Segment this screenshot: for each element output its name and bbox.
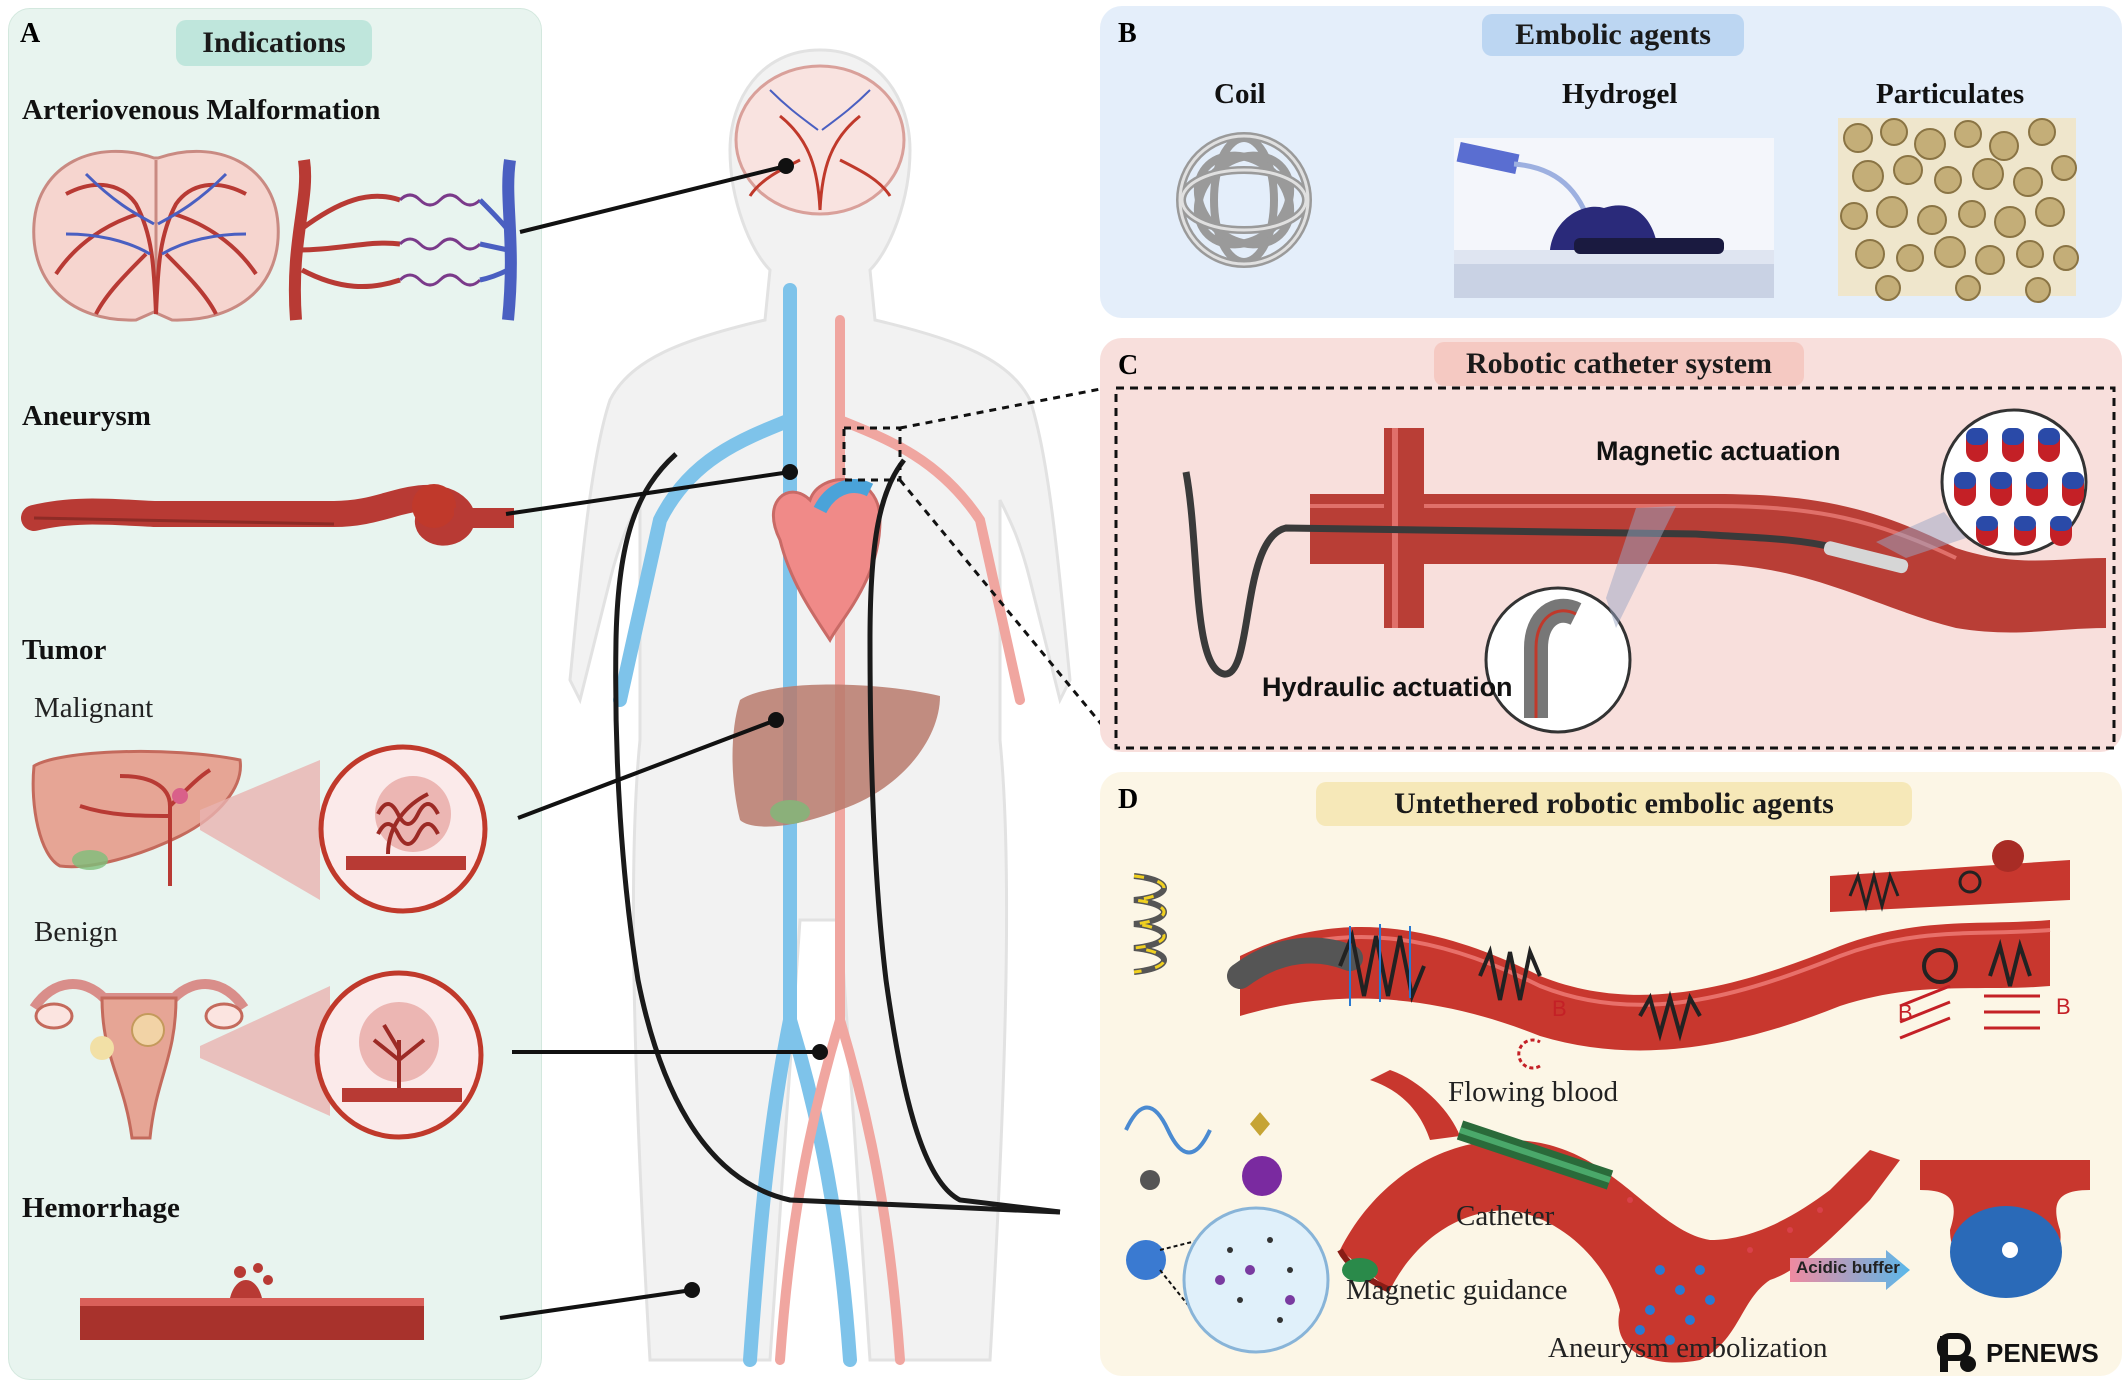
helix-icon — [1133, 873, 1167, 975]
penews-logo-icon — [1937, 1333, 1976, 1372]
tumor-label: Tumor — [22, 634, 107, 666]
agent-shapes — [1124, 1105, 1330, 1354]
zoom-cone — [200, 760, 320, 900]
benign-tumor-zoom — [314, 970, 484, 1140]
panel-c-letter: C — [1118, 350, 1139, 381]
uterus-icon — [29, 979, 249, 1140]
acidic-buffer-arrow — [1790, 1250, 1910, 1290]
aneurysm-label: Aneurysm — [22, 400, 151, 432]
hemorrhage-label: Hemorrhage — [22, 1192, 180, 1224]
aneurysm-helix-vessel — [1830, 840, 2070, 912]
robotic-catheter-title: Robotic catheter system — [1434, 342, 1804, 386]
catheter-zoom-box — [1114, 386, 2116, 750]
avm-label: Arteriovenous Malformation — [22, 94, 381, 126]
benign-label: Benign — [34, 916, 118, 948]
embolic-agents-title: Embolic agents — [1482, 14, 1744, 56]
aneurysm-vessel-icon — [21, 484, 514, 546]
zoom-cone-benign — [200, 986, 330, 1116]
magnetic-guidance-label: Magnetic guidance — [1346, 1274, 1568, 1306]
penews-watermark: PENEWS — [1986, 1338, 2099, 1368]
human-body-diagram — [568, 48, 1072, 1367]
brain-avm-icon — [32, 149, 280, 322]
hydrogel-image — [1454, 138, 1774, 298]
particulates-image — [1838, 118, 2079, 303]
aneurysm-embolization-diagram — [1337, 1070, 1900, 1363]
coil-icon — [1176, 132, 1312, 268]
untethered-agents-title: Untethered robotic embolic agents — [1316, 782, 1912, 826]
malignant-label: Malignant — [34, 692, 154, 724]
vessel-helix-diagram — [1227, 920, 2051, 1070]
avm-vessel-icon — [288, 159, 517, 321]
hydraulic-actuation-label: Hydraulic actuation — [1262, 672, 1513, 702]
panel-b-letter: B — [1118, 18, 1137, 49]
field-label-2: B — [1898, 1000, 1913, 1025]
particulates-label: Particulates — [1876, 78, 2025, 110]
acidic-buffer-label: Acidic buffer — [1796, 1258, 1900, 1277]
indications-title: Indications — [176, 20, 372, 66]
malignant-tumor-zoom — [318, 744, 488, 914]
field-label-3: B — [2056, 994, 2071, 1019]
aneurysm-embolization-label: Aneurysm embolization — [1548, 1332, 1828, 1364]
liver-icon — [31, 749, 242, 886]
flowing-blood-label: Flowing blood — [1448, 1076, 1618, 1108]
hydrogel-label: Hydrogel — [1562, 78, 1678, 110]
coil-label: Coil — [1214, 78, 1266, 110]
catheter-label: Catheter — [1456, 1200, 1555, 1232]
magnetic-actuation-label: Magnetic actuation — [1596, 436, 1841, 466]
field-label-1: B — [1552, 996, 1567, 1021]
panel-a-letter: A — [20, 18, 41, 49]
hemorrhage-vessel-icon — [80, 1263, 424, 1340]
embolized-aneurysm-icon — [1920, 1160, 2090, 1298]
panel-d-letter: D — [1118, 784, 1139, 815]
